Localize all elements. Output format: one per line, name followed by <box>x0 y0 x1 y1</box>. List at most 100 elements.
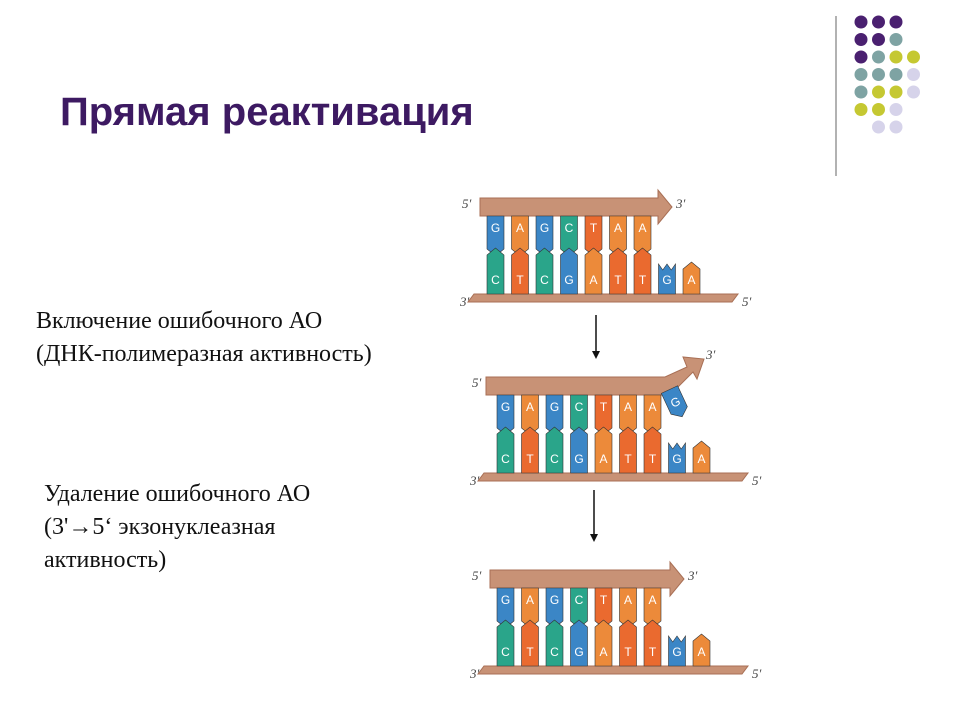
top-base-letter: A <box>614 221 622 235</box>
bottom-base-letter: T <box>526 645 534 659</box>
bottom-base-G <box>570 619 588 667</box>
label-5-prime-top: 5′ <box>472 375 482 390</box>
bottom-base-letter: T <box>649 645 657 659</box>
bottom-base-G <box>668 635 686 667</box>
caption-removal-line-1: Удаление ошибочного АО <box>44 481 311 507</box>
top-base-letter: A <box>648 593 656 607</box>
bottom-base-A <box>594 426 613 474</box>
bottom-base-T <box>521 619 539 667</box>
decor-dot <box>854 103 868 116</box>
top-base-letter: A <box>516 221 524 235</box>
bottom-base-letter: T <box>624 452 632 466</box>
bottom-base-letter: A <box>599 645 607 659</box>
decor-dot <box>889 50 903 64</box>
decor-dot <box>889 15 903 29</box>
bottom-base-letter: C <box>501 452 510 466</box>
decor-dot <box>872 120 885 134</box>
decor-dot <box>854 50 868 64</box>
mismatched-base: G <box>660 385 688 418</box>
top-base-letter: A <box>638 221 646 235</box>
bottom-base-letter: G <box>672 452 681 466</box>
bottom-base-C <box>496 426 515 474</box>
decor-dot <box>889 68 903 81</box>
decor-dot <box>872 85 885 99</box>
caption-removal-line-3: активность) <box>44 547 167 573</box>
top-base-letter: C <box>575 593 584 607</box>
bottom-base-A <box>584 247 603 295</box>
top-base-letter: A <box>526 400 534 414</box>
bottom-base-letter: A <box>687 273 695 287</box>
decor-dot <box>854 33 868 46</box>
bottom-base-T <box>521 426 539 474</box>
decor-dot <box>872 50 885 64</box>
slide-title: Прямая реактивация <box>60 90 474 134</box>
top-base-letter: G <box>491 221 500 235</box>
bottom-base-letter: T <box>624 645 632 659</box>
bottom-base-G <box>658 263 676 295</box>
bottom-base-G <box>668 442 686 474</box>
decor-dot <box>907 50 920 64</box>
decor-dot <box>872 15 885 29</box>
top-base-letter: G <box>550 593 559 607</box>
bottom-base-letter: A <box>589 273 597 287</box>
top-base-letter: G <box>550 400 559 414</box>
bottom-base-T <box>609 247 627 295</box>
decor-dot <box>889 33 903 46</box>
caption-insertion-line-2: (ДНК-полимеразная активность) <box>36 341 372 367</box>
bottom-strand-backbone <box>477 665 749 675</box>
label-5-prime-top: 5′ <box>462 196 472 211</box>
top-base-letter: G <box>501 593 510 607</box>
label-3-prime-top: 3′ <box>687 568 698 583</box>
bottom-base-T <box>633 247 652 295</box>
bottom-base-A <box>594 619 613 667</box>
top-base-letter: C <box>575 400 584 414</box>
bottom-strand-backbone <box>467 293 739 303</box>
label-3-prime-bottom: 3′ <box>459 294 470 309</box>
decor-dot <box>854 15 868 29</box>
bottom-base-letter: G <box>662 273 671 287</box>
top-strand-backbone-arrow <box>489 560 685 598</box>
bottom-base-letter: G <box>672 645 681 659</box>
label-5-prime-bottom: 5′ <box>752 473 762 488</box>
bottom-base-C <box>545 426 564 474</box>
process-arrow-head <box>590 534 598 542</box>
bottom-base-T <box>643 426 662 474</box>
bottom-base-G <box>570 426 588 474</box>
decor-dot <box>889 120 903 134</box>
top-base-letter: G <box>501 400 510 414</box>
bottom-base-letter: T <box>526 452 534 466</box>
bottom-base-letter: A <box>697 645 705 659</box>
bottom-base-letter: G <box>574 452 583 466</box>
decor-dot <box>907 68 920 81</box>
label-3-prime-bottom: 3′ <box>469 666 480 681</box>
bottom-base-C <box>486 247 505 295</box>
decor-dot <box>889 103 903 116</box>
bottom-base-letter: G <box>564 273 573 287</box>
bottom-strand-backbone <box>477 472 749 482</box>
top-base-letter: T <box>600 400 608 414</box>
bottom-base-letter: C <box>501 645 510 659</box>
label-3-prime-top: 3′ <box>705 347 716 362</box>
bottom-base-G <box>560 247 578 295</box>
caption-insertion-line-1: Включение ошибочного АО <box>36 308 323 334</box>
bottom-base-T <box>511 247 529 295</box>
process-arrow-head <box>592 351 600 359</box>
bottom-base-C <box>545 619 564 667</box>
top-base-letter: T <box>600 593 608 607</box>
decor-dot <box>854 68 868 81</box>
decor-dot <box>854 85 868 99</box>
bottom-base-A <box>692 440 711 474</box>
bottom-base-letter: G <box>574 645 583 659</box>
top-base-letter: A <box>624 593 632 607</box>
bottom-base-A <box>692 633 711 667</box>
top-base-letter: A <box>526 593 534 607</box>
decor-dot <box>907 85 920 99</box>
mismatched-base-shape <box>660 385 688 418</box>
label-3-prime-top: 3′ <box>675 196 686 211</box>
label-5-prime-bottom: 5′ <box>752 666 762 681</box>
bottom-base-letter: T <box>649 452 657 466</box>
caption-insertion: Включение ошибочного АО (ДНК-полимеразна… <box>36 305 372 371</box>
